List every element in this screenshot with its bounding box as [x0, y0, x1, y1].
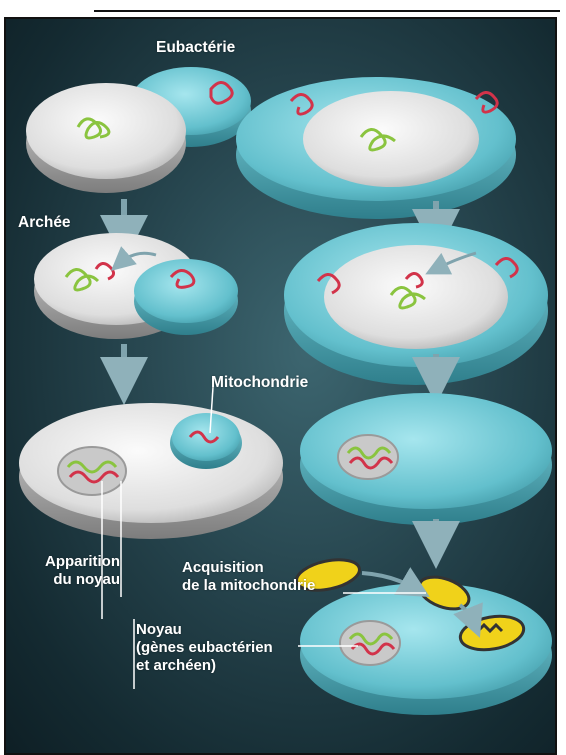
top-rule [94, 10, 560, 12]
label-nucleus-appearance-line2: du noyau [16, 571, 120, 589]
label-mito-acquisition-line1: Acquisition [182, 559, 315, 577]
stage4-right-cells [294, 555, 552, 715]
stage2-left-cells [34, 233, 238, 339]
label-mito-acquisition: Acquisition de la mitochondrie [182, 559, 315, 595]
diagram-frame: Eubactérie Archée Mitochondrie Apparitio… [4, 17, 557, 755]
label-eubacteria: Eubactérie [156, 39, 235, 57]
label-mito-acquisition-line2: de la mitochondrie [182, 577, 315, 595]
label-nucleus-appearance: Apparition du noyau [16, 553, 120, 589]
stage3-left-cells [19, 403, 283, 539]
stage2-right-cells [284, 223, 548, 385]
label-nucleus-line2: (gènes eubactérien [136, 639, 273, 657]
stage3-right-cells [300, 393, 552, 525]
label-mitochondria: Mitochondrie [211, 374, 308, 392]
label-nucleus: Noyau (gènes eubactérien et archéen) [136, 621, 273, 675]
label-nucleus-line3: et archéen) [136, 657, 273, 675]
stage1-left-cells [26, 67, 251, 193]
stage1-right-cells [236, 77, 516, 219]
label-nucleus-line1: Noyau [136, 621, 273, 639]
label-nucleus-appearance-line1: Apparition [16, 553, 120, 571]
label-archaea: Archée [18, 214, 71, 232]
